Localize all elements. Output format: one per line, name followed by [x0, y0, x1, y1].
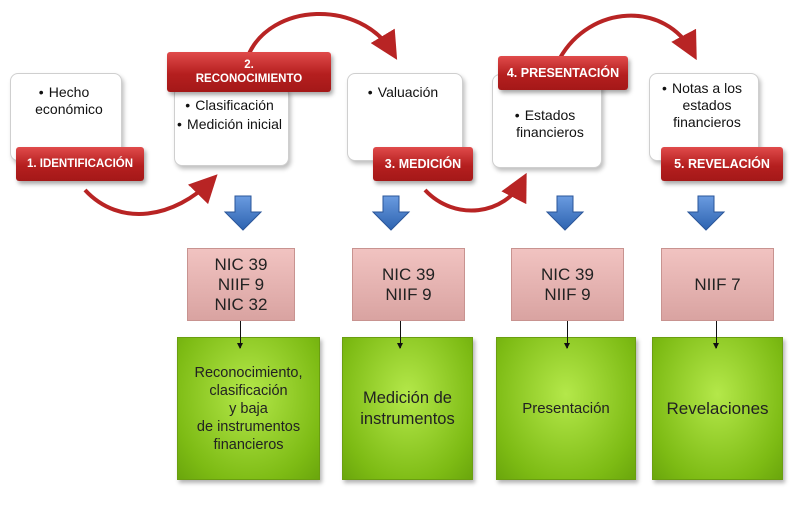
down-arrow-icon: [371, 195, 411, 231]
step-box-identificacion: Hecho económico: [10, 73, 122, 161]
standards-box: NIC 39 NIIF 9: [352, 248, 465, 321]
curved-arrow-icon: [83, 174, 218, 216]
step-label-revelacion: 5. REVELACIÓN: [661, 147, 783, 181]
bullet-item: Medición inicial: [177, 116, 282, 133]
curved-arrow-icon: [246, 11, 398, 60]
curved-arrow-icon: [558, 13, 697, 61]
connector-line: [397, 321, 403, 349]
standards-box: NIIF 7: [661, 248, 774, 321]
bullet-item: Estados financieros: [499, 107, 595, 141]
step-label-identificacion: 1. IDENTIFICACIÓN: [16, 147, 144, 181]
down-arrow-icon: [223, 195, 263, 231]
topic-box: Revelaciones: [652, 337, 783, 480]
curved-arrow-icon: [423, 172, 527, 213]
topic-box: Medición de instrumentos: [342, 337, 473, 480]
step-label-medicion: 3. MEDICIÓN: [373, 147, 473, 181]
bullet-item: Valuación: [354, 84, 456, 101]
bullet-item: Notas a los estados financieros: [656, 80, 752, 131]
step-box-medicion: Valuación: [347, 73, 463, 161]
standards-box: NIC 39 NIIF 9 NIC 32: [187, 248, 295, 321]
connector-line: [713, 321, 719, 349]
down-arrow-icon: [686, 195, 726, 231]
topic-box: Reconocimiento, clasificación y baja de …: [177, 337, 320, 480]
step-box-reconocimiento: Clasificación Medición inicial: [174, 86, 289, 166]
connector-line: [237, 321, 243, 349]
down-arrow-icon: [545, 195, 585, 231]
bullet-item: Clasificación: [181, 97, 282, 114]
step-label-reconocimiento: 2. RECONOCIMIENTO: [167, 52, 331, 92]
standards-box: NIC 39 NIIF 9: [511, 248, 624, 321]
topic-box: Presentación: [496, 337, 636, 480]
step-label-presentacion: 4. PRESENTACIÓN: [498, 56, 628, 90]
connector-line: [564, 321, 570, 349]
bullet-item: Hecho económico: [17, 84, 115, 118]
